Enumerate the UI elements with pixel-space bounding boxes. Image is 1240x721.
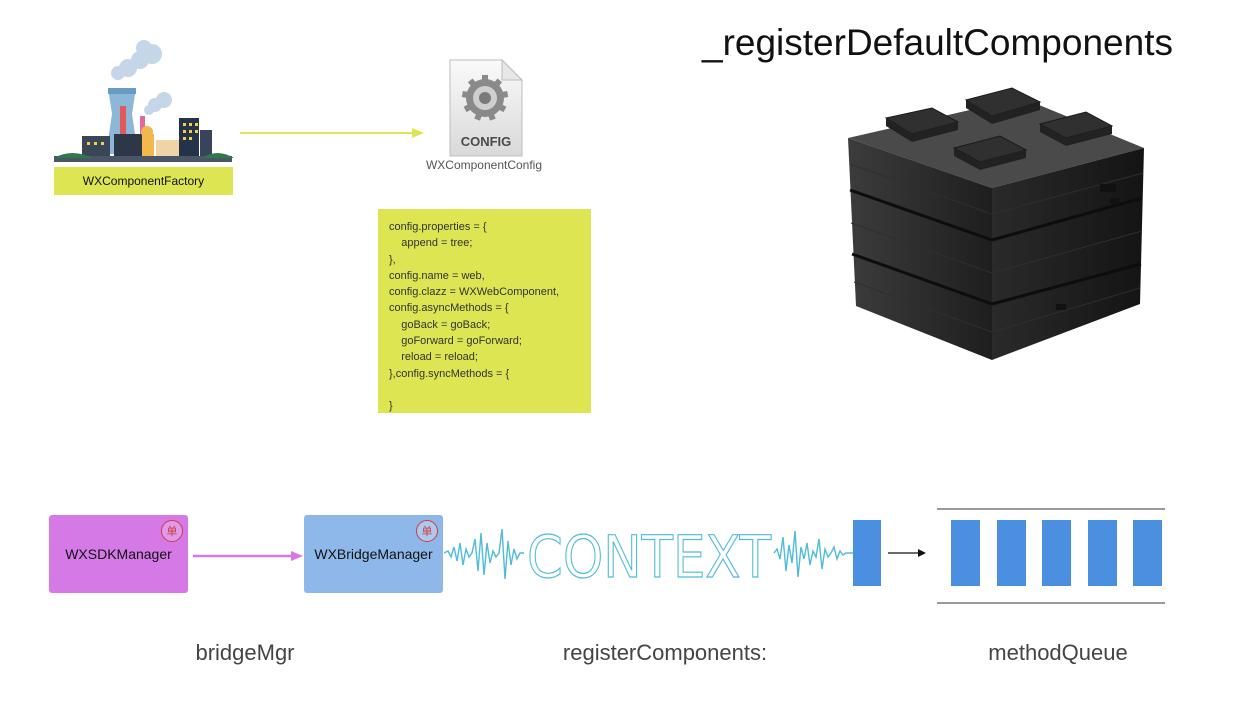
queue-slot bbox=[996, 520, 1026, 586]
config-icon-text: CONFIG bbox=[461, 134, 512, 149]
caption-method-queue: methodQueue bbox=[988, 640, 1128, 665]
queue-slot bbox=[1087, 520, 1117, 586]
caption-register-components: registerComponents: bbox=[562, 640, 768, 665]
queue-rail-top bbox=[937, 508, 1165, 510]
caption-bridge-mgr: bridgeMgr bbox=[195, 640, 295, 665]
code-line: goBack = goBack; bbox=[389, 318, 491, 331]
code-line: config.name = web, bbox=[389, 269, 485, 282]
code-line: config.clazz = WXWebComponent, bbox=[389, 286, 560, 299]
queue-slot bbox=[951, 520, 980, 586]
sdk-manager-label: WXSDKManager bbox=[65, 546, 172, 562]
factory-label: WXComponentFactory bbox=[54, 167, 233, 195]
config-file-icon: CONFIG bbox=[449, 58, 524, 157]
queue-slot bbox=[1042, 520, 1071, 586]
sdk-manager-box: WXSDKManager bbox=[49, 515, 188, 593]
context-waveform-graphic: CONTEXT bbox=[444, 522, 854, 592]
page-title: _registerDefaultComponents bbox=[702, 22, 1173, 63]
lego-box-icon bbox=[848, 87, 1144, 360]
factory-icon bbox=[54, 40, 234, 162]
code-line: append = tree; bbox=[389, 237, 473, 250]
code-line bbox=[389, 382, 581, 398]
code-line: goForward = goForward; bbox=[389, 335, 522, 348]
config-caption: WXComponentConfig bbox=[425, 158, 543, 172]
singleton-badge: 单 bbox=[161, 520, 183, 542]
sdk-to-bridge-arrow bbox=[193, 551, 303, 561]
config-code-box: config.properties = { append = tree; }, … bbox=[378, 209, 591, 413]
queue-head-item bbox=[853, 520, 881, 586]
code-line: },config.syncMethods = { bbox=[389, 367, 510, 380]
code-line: config.properties = { bbox=[389, 221, 487, 233]
code-line: reload = reload; bbox=[389, 351, 478, 364]
singleton-badge: 单 bbox=[416, 520, 438, 542]
context-text: CONTEXT bbox=[527, 523, 771, 591]
queue-rail-bottom bbox=[937, 602, 1165, 604]
factory-to-config-arrow bbox=[240, 128, 424, 138]
code-line: } bbox=[389, 400, 393, 413]
queue-arrow bbox=[888, 549, 926, 557]
gear-icon bbox=[461, 75, 509, 121]
code-line: }, bbox=[389, 253, 396, 266]
code-line: config.asyncMethods = { bbox=[389, 302, 509, 315]
bridge-manager-label: WXBridgeManager bbox=[314, 546, 433, 562]
queue-slot bbox=[1133, 520, 1162, 586]
